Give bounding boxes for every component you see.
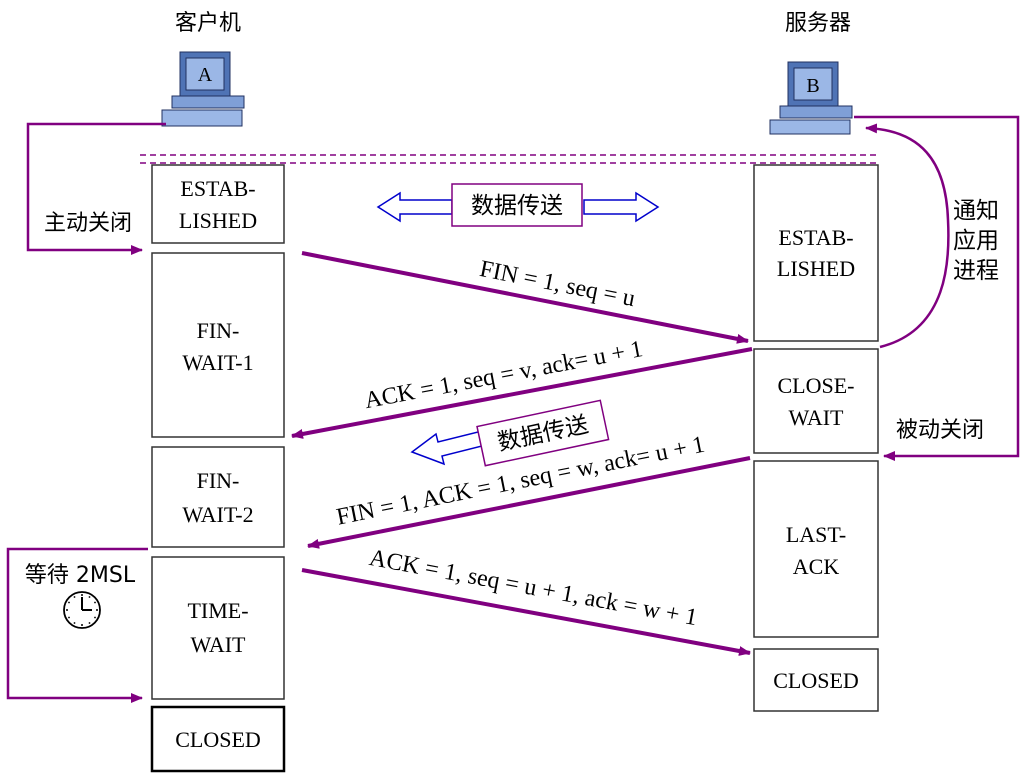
client-state-fin-wait-2-line1: FIN- [197,468,240,493]
server-state-close-wait-line2: WAIT [789,405,845,430]
passive-close-connector [854,115,1020,461]
server-state-established-line2: LISHED [777,256,855,281]
segment-arrow-fin [301,251,749,344]
segment-arrow-final-ack [301,568,751,656]
notify-app-label-line2: 应用 [953,228,999,254]
client-computer-icon: A [161,51,245,127]
client-state-established-line2: LISHED [179,208,257,233]
wait-2msl-connector [6,547,148,703]
client-state-time-wait-line1: TIME- [187,598,248,623]
server-state-last-ack-line1: LAST- [786,522,846,547]
server-state-closed-label: CLOSED [773,668,859,693]
server-state-close-wait-line1: CLOSE- [778,373,855,398]
notify-app-label-line3: 进程 [953,258,999,284]
server-computer-icon: B [769,61,853,135]
server-state-last-ack-line2: ACK [793,554,840,579]
client-state-fin-wait-2-line2: WAIT-2 [182,502,253,527]
client-state-fin-wait-1-line2: WAIT-1 [182,350,253,375]
segment-arrow-fin-ack [307,456,751,549]
server-state-last-ack: LAST- ACK [753,460,879,638]
client-state-closed: CLOSED [150,705,286,773]
one-way-data-transfer: 数据传送 [410,399,610,467]
notify-app-label-line1: 通知 [953,198,999,224]
client-state-fin-wait-2: FIN- WAIT-2 [151,446,285,548]
data-arrow-left-icon [376,191,453,223]
clock-icon [63,591,101,629]
active-close-connector [26,122,166,255]
segment-label-ack: ACK = 1, seq = v, ack= u + 1 [362,336,644,414]
segment-label-final-ack: ACK = 1, seq = u + 1, ack = w + 1 [367,545,699,631]
client-state-established: ESTAB- LISHED [151,164,285,244]
segment-arrow-ack [291,347,753,439]
client-state-fin-wait-1: FIN- WAIT-1 [151,252,285,438]
passive-close-label: 被动关闭 [896,418,984,443]
data-arrow-right-icon [583,191,660,223]
active-close-label: 主动关闭 [44,211,132,236]
client-state-time-wait-line2: WAIT [191,632,247,657]
client-state-established-line1: ESTAB- [180,176,255,201]
wait-2msl-label: 等待 2MSL [25,563,136,588]
server-computer-label: B [806,75,819,97]
bidirectional-data-transfer-label: 数据传送 [471,193,563,219]
client-state-time-wait: TIME- WAIT [151,556,285,700]
client-computer-label: A [198,64,213,86]
server-state-established: ESTAB- LISHED [753,164,879,342]
server-state-close-wait: CLOSE- WAIT [753,348,879,454]
client-state-fin-wait-1-line1: FIN- [197,318,240,343]
server-state-closed: CLOSED [753,648,879,712]
client-title: 客户机 [175,11,241,36]
notify-app-connector [865,123,950,349]
server-state-established-line1: ESTAB- [778,225,853,250]
server-title: 服务器 [785,11,851,36]
bidirectional-data-transfer: 数据传送 [376,183,660,227]
client-state-closed-label: CLOSED [175,727,261,752]
